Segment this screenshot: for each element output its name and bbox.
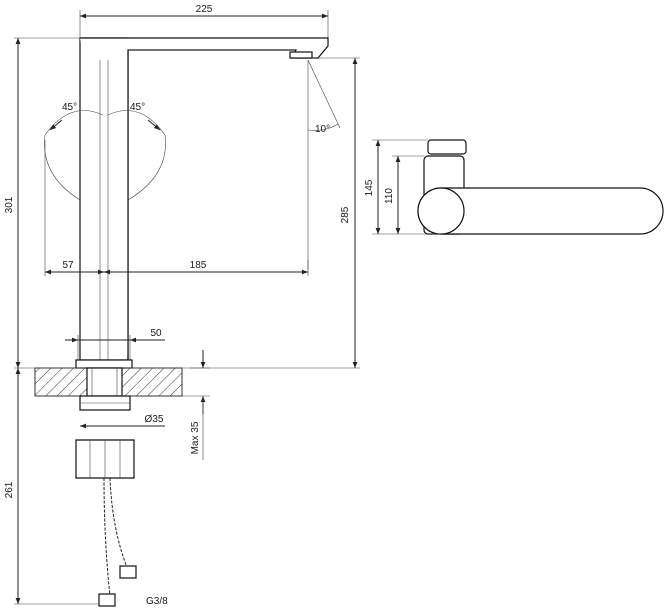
dim-plan-outer-label: 145 xyxy=(364,179,375,196)
faucet-aerator xyxy=(289,51,313,59)
dim-plan-inner-label: 110 xyxy=(384,188,395,204)
dim-reach-left-label: 57 xyxy=(62,260,74,271)
dim-base-width: 50 xyxy=(65,328,165,360)
angle-left-label: 45° xyxy=(62,102,77,113)
dim-base-width-label: 50 xyxy=(150,328,162,339)
faucet-base-flange xyxy=(75,359,133,369)
dim-total-height-label: 301 xyxy=(4,196,15,213)
angle-right-label: 45° xyxy=(130,102,145,113)
dim-top-width: 225 xyxy=(79,4,329,40)
spout-angle-indicator: 10° xyxy=(307,59,341,270)
dim-reach: 57 185 xyxy=(44,140,309,276)
dim-below-counter: 261 xyxy=(4,368,110,605)
hose-fitting-left xyxy=(98,593,116,607)
hose-thread-label: G3/8 xyxy=(146,596,168,607)
countertop-hole xyxy=(86,367,123,397)
plan-hub xyxy=(417,187,465,235)
dim-max-thickness: Max 35 xyxy=(182,350,210,460)
dim-total-height: 301 xyxy=(4,37,80,369)
faucet-plan-view: 145 110 xyxy=(364,139,664,235)
plan-top-cap xyxy=(427,139,467,155)
dim-spout-height: 285 xyxy=(190,57,360,369)
swivel-angle-indicator: 45° 45° xyxy=(44,102,166,201)
faucet-side-view xyxy=(79,37,329,361)
hose-fitting-right xyxy=(119,565,137,579)
supply-hoses: G3/8 xyxy=(98,477,168,607)
dim-reach-right-label: 185 xyxy=(190,260,207,271)
dim-spout-height-label: 285 xyxy=(340,206,351,223)
countertop-section xyxy=(34,367,183,397)
dim-top-width-label: 225 xyxy=(196,4,213,15)
faucet-shank: Ø35 xyxy=(75,395,165,479)
dim-below-counter-label: 261 xyxy=(4,481,15,498)
dim-shank-label: Ø35 xyxy=(145,414,164,425)
spout-angle-label: 10° xyxy=(315,124,330,135)
dim-max-thickness-label: Max 35 xyxy=(190,421,201,454)
